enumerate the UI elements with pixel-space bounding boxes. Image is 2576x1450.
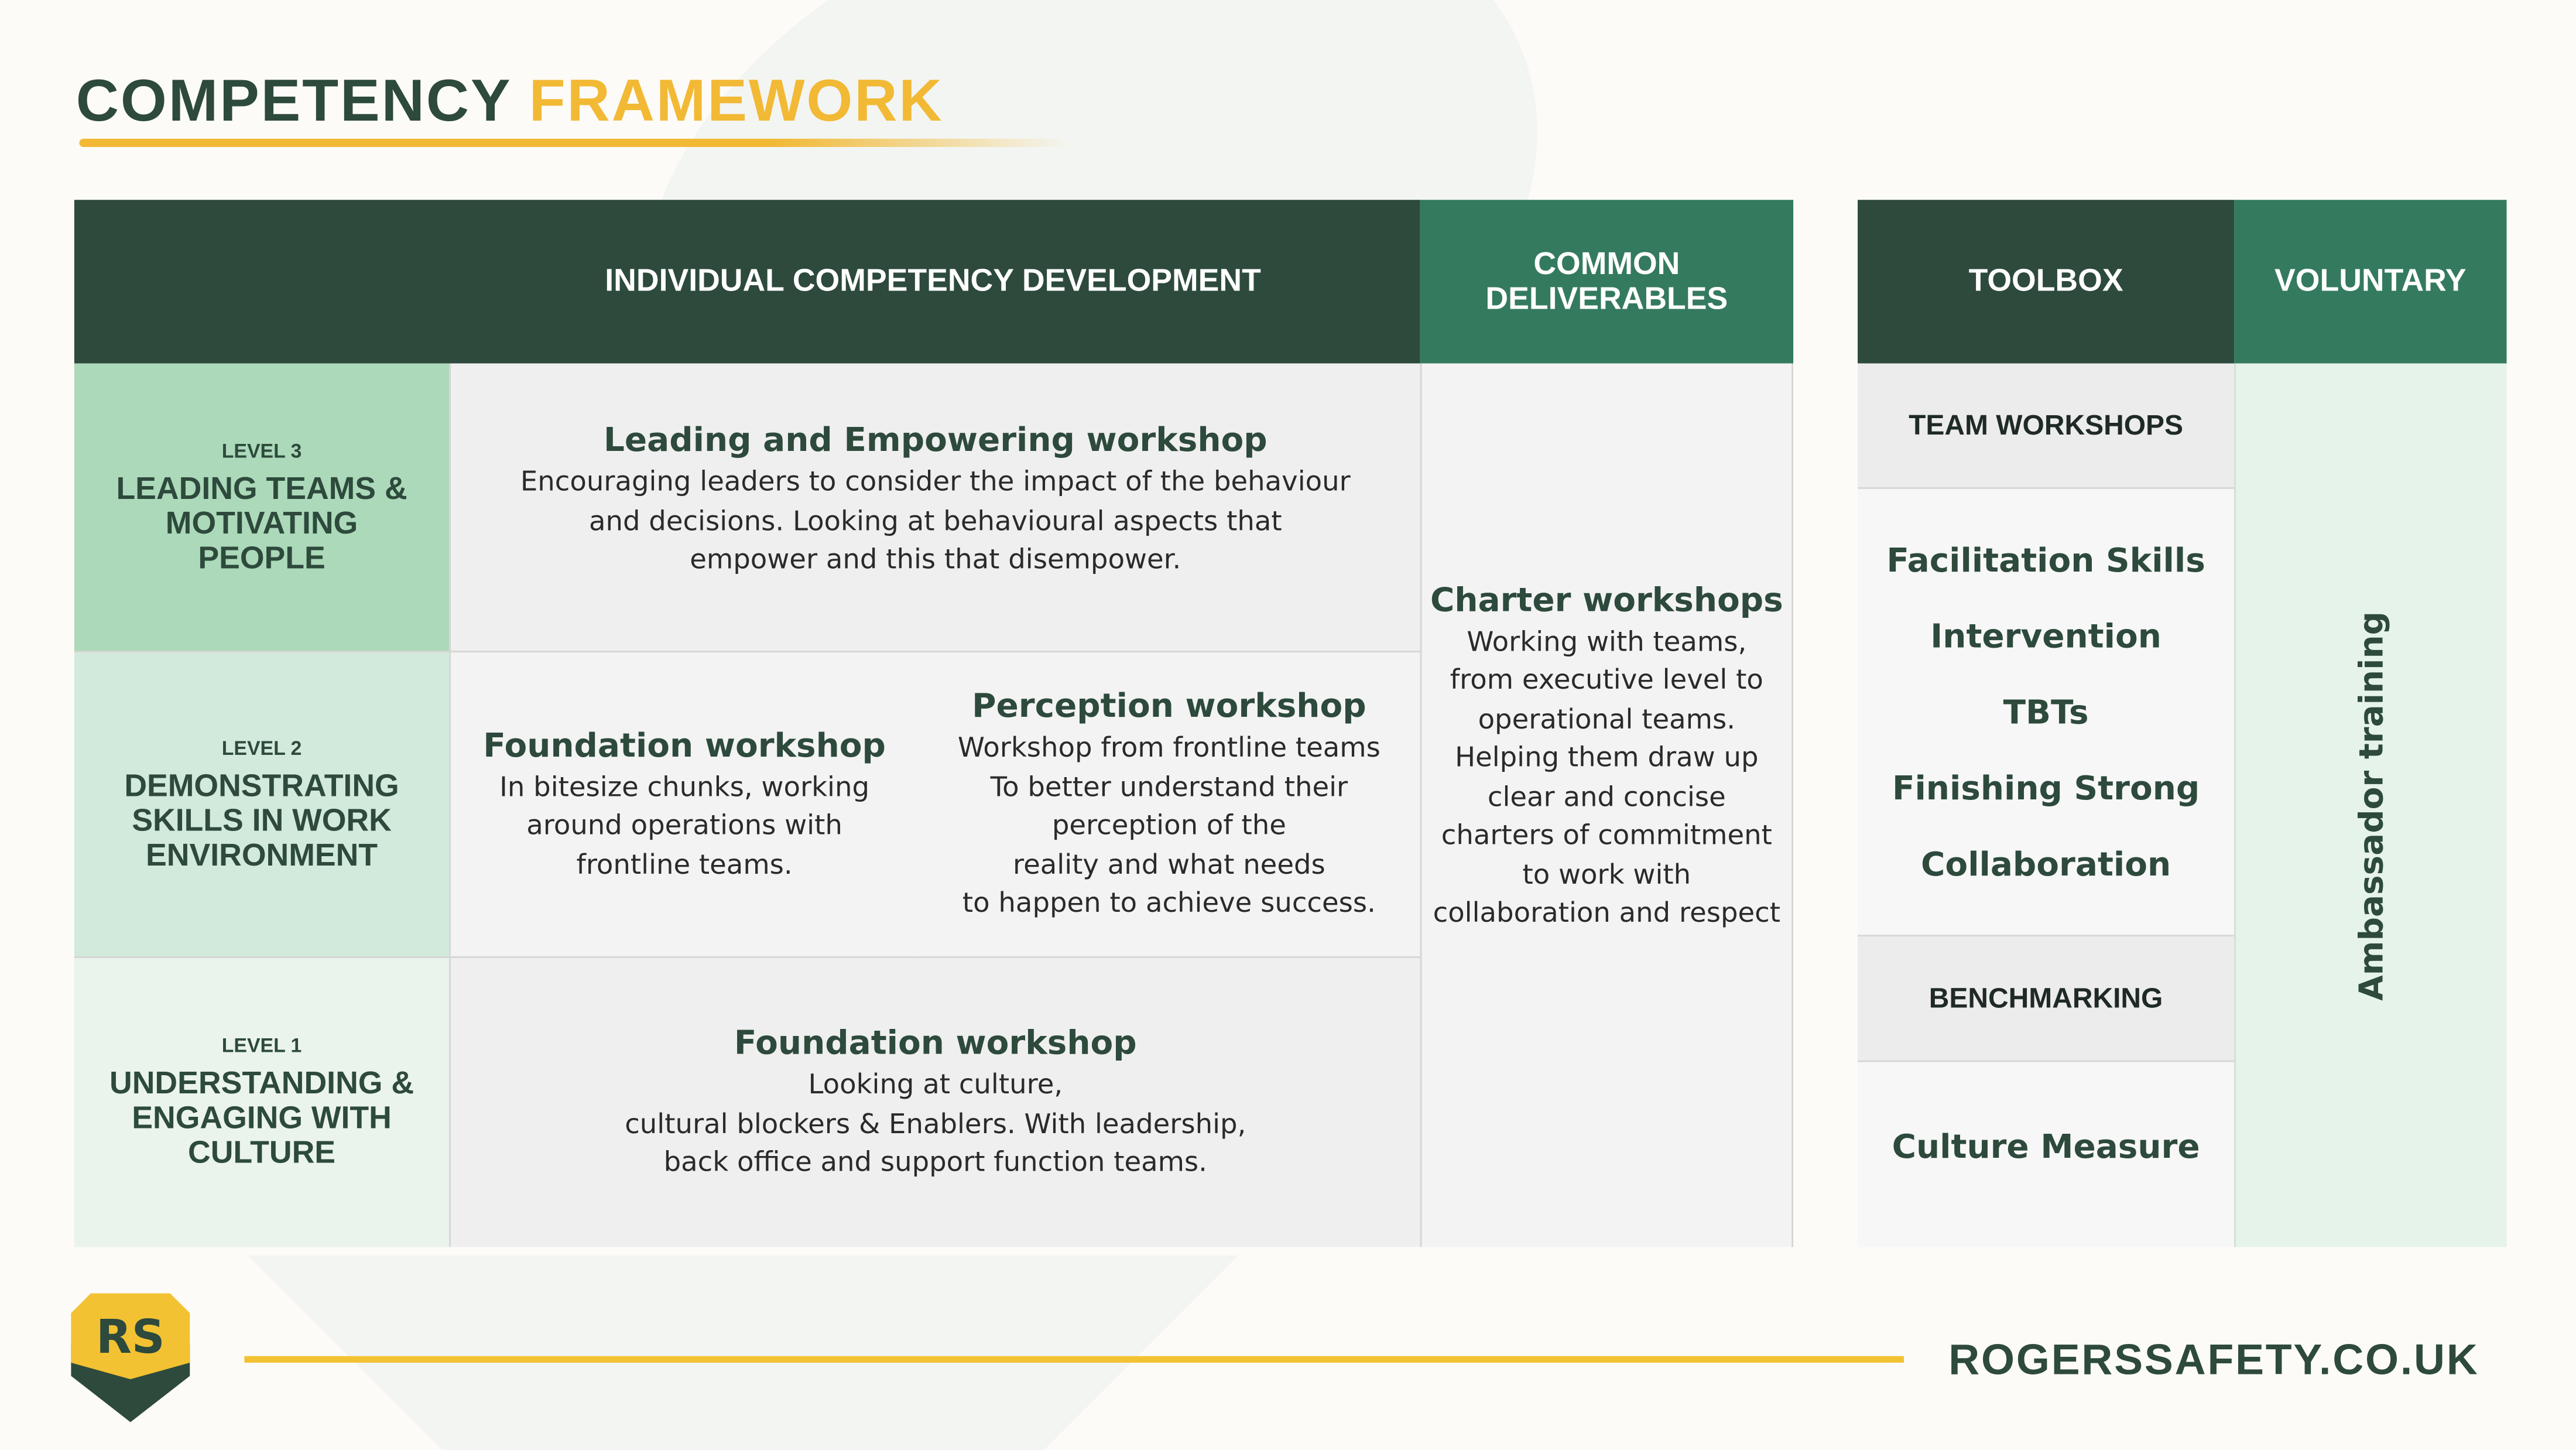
workshop-desc: In bitesize chunks, working around opera…	[499, 771, 869, 880]
toolbox-item: TBTs	[2003, 692, 2089, 732]
header-label: COMMON DELIVERABLES	[1485, 247, 1728, 317]
toolbox-item: Culture Measure	[1892, 1126, 2200, 1167]
title-underline	[79, 138, 1070, 148]
voluntary-cell: Ambassador training	[2234, 363, 2507, 1247]
workshop-title: Leading and Empowering workshop	[603, 419, 1268, 460]
team-workshops-section: TEAM WORKSHOPS	[1858, 363, 2235, 489]
level-number: LEVEL 1	[221, 1034, 302, 1058]
toolbox-item: Intervention	[1930, 616, 2161, 656]
workshop-desc: Workshop from frontline teams To better …	[957, 732, 1381, 919]
header-voluntary: VOLUNTARY	[2234, 200, 2507, 364]
workshop-title: Foundation workshop	[734, 1022, 1137, 1063]
section-label: TEAM WORKSHOPS	[1909, 409, 2184, 440]
header-common: COMMON DELIVERABLES	[1420, 200, 1794, 364]
footer-url[interactable]: ROGERSSAFETY.CO.UK	[1948, 1334, 2479, 1384]
workshop-desc: Encouraging leaders to consider the impa…	[520, 466, 1351, 575]
voluntary-item: Ambassador training	[2351, 610, 2392, 1000]
header-label: TOOLBOX	[1968, 263, 2123, 299]
toolbox-item: Facilitation Skills	[1886, 540, 2205, 580]
section-label: BENCHMARKING	[1928, 982, 2163, 1014]
toolbox-item: Finishing Strong	[1892, 768, 2200, 808]
page-title: COMPETENCY FRAMEWORK	[76, 66, 944, 135]
footer-line	[244, 1356, 1904, 1363]
header-label: VOLUNTARY	[2274, 263, 2467, 299]
workshop-title: Charter workshops	[1430, 579, 1783, 619]
header-toolbox: TOOLBOX	[1858, 200, 2235, 364]
benchmarking-section: BENCHMARKING	[1858, 936, 2235, 1062]
level-name: DEMONSTRATING SKILLS IN WORK ENVIRONMENT	[124, 768, 399, 873]
level-number: LEVEL 3	[221, 438, 302, 462]
level-3-cell: LEVEL 3 LEADING TEAMS & MOTIVATING PEOPLE	[74, 363, 450, 653]
level-number: LEVEL 2	[221, 736, 302, 760]
workshop-foundation-l2: Foundation workshop In bitesize chunks, w…	[449, 652, 919, 958]
level-2-cell: LEVEL 2 DEMONSTRATING SKILLS IN WORK ENVI…	[74, 652, 450, 958]
title-part2: FRAMEWORK	[529, 66, 944, 134]
header-label: INDIVIDUAL COMPETENCY DEVELOPMENT	[605, 263, 1261, 299]
svg-text:RS: RS	[96, 1310, 165, 1364]
rs-logo: RS	[71, 1293, 190, 1422]
title-part1: COMPETENCY	[76, 66, 511, 134]
header-individual: INDIVIDUAL COMPETENCY DEVELOPMENT	[74, 200, 1420, 364]
team-workshops-list: Facilitation Skills Intervention TBTs Fi…	[1858, 488, 2235, 937]
level-name: UNDERSTANDING & ENGAGING WITH CULTURE	[109, 1067, 415, 1171]
workshop-desc: Looking at culture, cultural blockers & …	[625, 1069, 1246, 1178]
workshop-desc: Working with teams, from executive level…	[1433, 625, 1781, 929]
background-shape	[248, 1255, 1239, 1450]
toolbox-item: Collaboration	[1921, 844, 2171, 884]
level-1-cell: LEVEL 1 UNDERSTANDING & ENGAGING WITH CUL…	[74, 957, 450, 1247]
workshop-title: Foundation workshop	[483, 724, 886, 765]
workshop-title: Perception workshop	[972, 686, 1366, 726]
level-name: LEADING TEAMS & MOTIVATING PEOPLE	[116, 471, 407, 576]
culture-measure: Culture Measure	[1858, 1062, 2235, 1247]
